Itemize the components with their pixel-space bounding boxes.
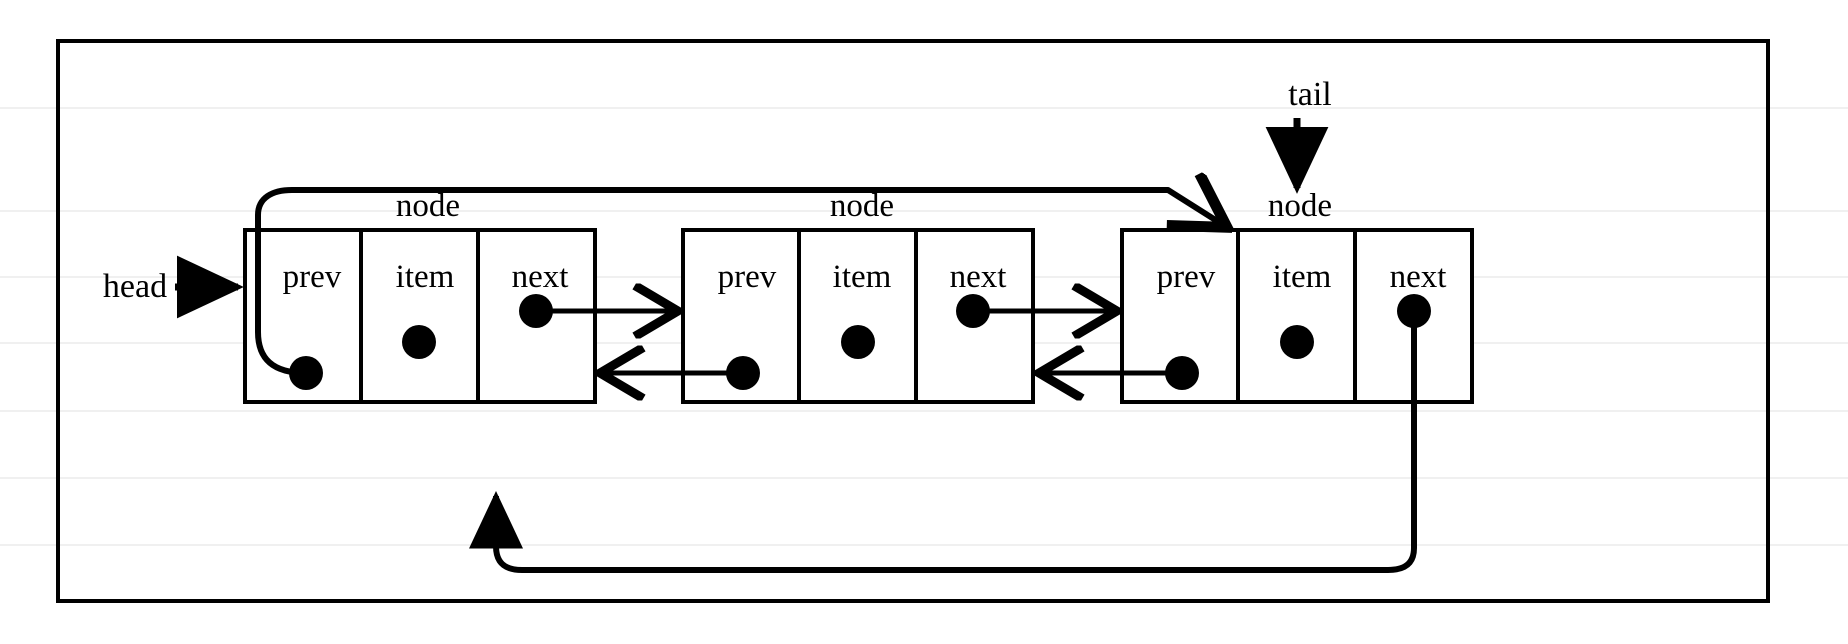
tail-label: tail [1288, 76, 1331, 113]
node-3: node prev item next [1120, 188, 1474, 404]
node-1-item-dot [402, 325, 436, 359]
node-3-item-dot [1280, 325, 1314, 359]
node-3-field-prev: prev [1157, 259, 1216, 295]
figure-frame [56, 39, 1770, 603]
node-2-field-next: next [950, 259, 1007, 295]
node-2-field-item: item [833, 259, 892, 295]
head-label: head [103, 268, 167, 305]
node-2-caption: node [830, 188, 894, 224]
node-1-field-next: next [512, 259, 569, 295]
next-wrap-node3-to-node1 [469, 311, 1417, 573]
node-1-caption: node [396, 188, 460, 224]
node-2-item-dot [841, 325, 875, 359]
node-3-field-next: next [1390, 259, 1447, 295]
node-2: node prev item next [681, 188, 1035, 404]
node-1-field-prev: prev [283, 259, 342, 295]
node-2-field-prev: prev [718, 259, 777, 295]
node-3-field-item: item [1273, 259, 1332, 295]
node-3-caption: node [1268, 188, 1332, 224]
node-1-field-item: item [396, 259, 455, 295]
prev-wrap-node1-to-node3 [255, 190, 1225, 376]
